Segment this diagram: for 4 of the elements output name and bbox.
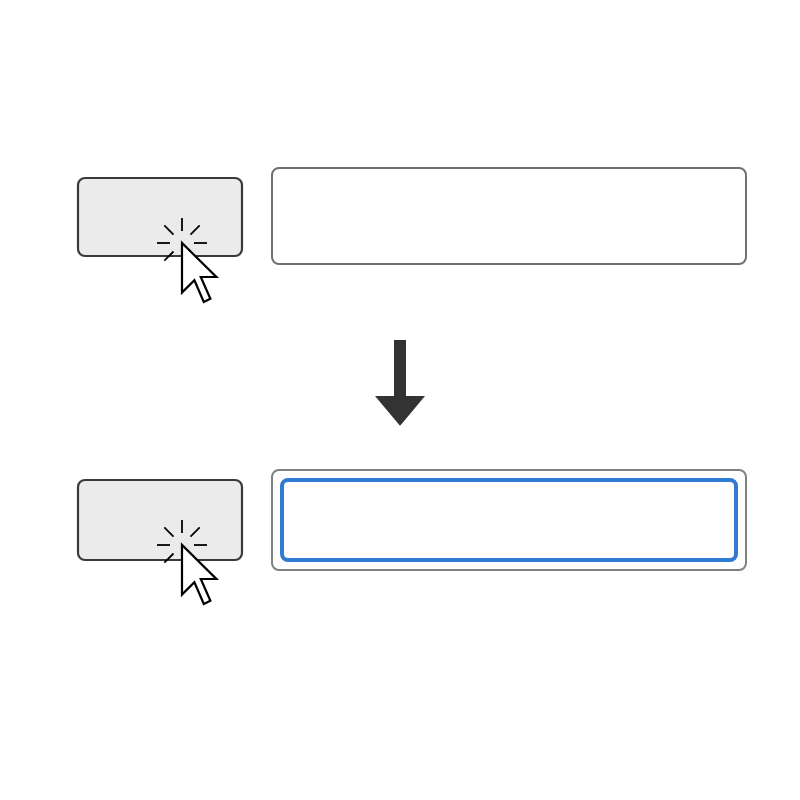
text-field (271, 469, 747, 571)
button (76, 478, 244, 562)
button (76, 176, 244, 258)
text-field (271, 167, 747, 265)
